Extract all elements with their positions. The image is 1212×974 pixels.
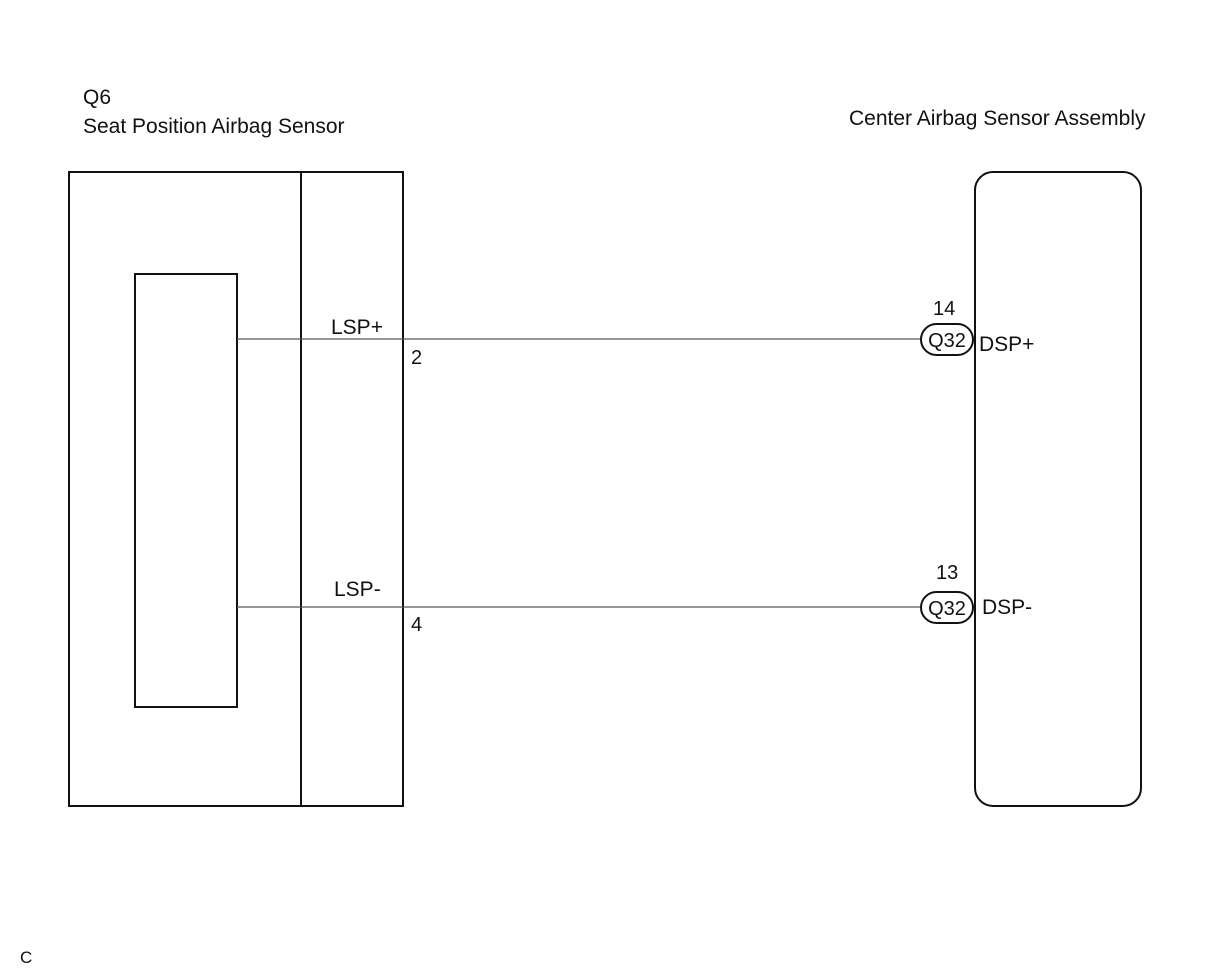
left-component-name: Seat Position Airbag Sensor xyxy=(83,115,345,138)
wire-dsp-plus: LSP+ 2 14 Q32 DSP+ xyxy=(237,298,1034,369)
connector-q32-oval xyxy=(920,591,974,624)
seat-position-sensor-body xyxy=(68,171,404,807)
connector-code: Q32 xyxy=(928,330,966,352)
wire-dsp-minus: LSP- 4 13 Q32 DSP- xyxy=(237,562,1032,636)
connector-q32-oval xyxy=(920,323,974,356)
pin-number-14: 14 xyxy=(933,298,955,320)
pin-number-4: 4 xyxy=(411,614,422,636)
figure-code: C xyxy=(20,948,32,967)
seat-position-sensor-element xyxy=(134,273,238,708)
center-airbag-sensor-body xyxy=(974,171,1142,807)
terminal-label-lsp-minus: LSP- xyxy=(334,578,381,601)
connector-code: Q32 xyxy=(928,598,966,620)
terminal-label-dsp-plus: DSP+ xyxy=(979,333,1034,356)
terminal-label-lsp-plus: LSP+ xyxy=(331,316,383,339)
terminal-label-dsp-minus: DSP- xyxy=(982,596,1032,619)
pin-number-13: 13 xyxy=(936,562,958,584)
right-component-name: Center Airbag Sensor Assembly xyxy=(849,107,1146,130)
left-component-code: Q6 xyxy=(83,86,111,109)
pin-number-2: 2 xyxy=(411,347,422,369)
